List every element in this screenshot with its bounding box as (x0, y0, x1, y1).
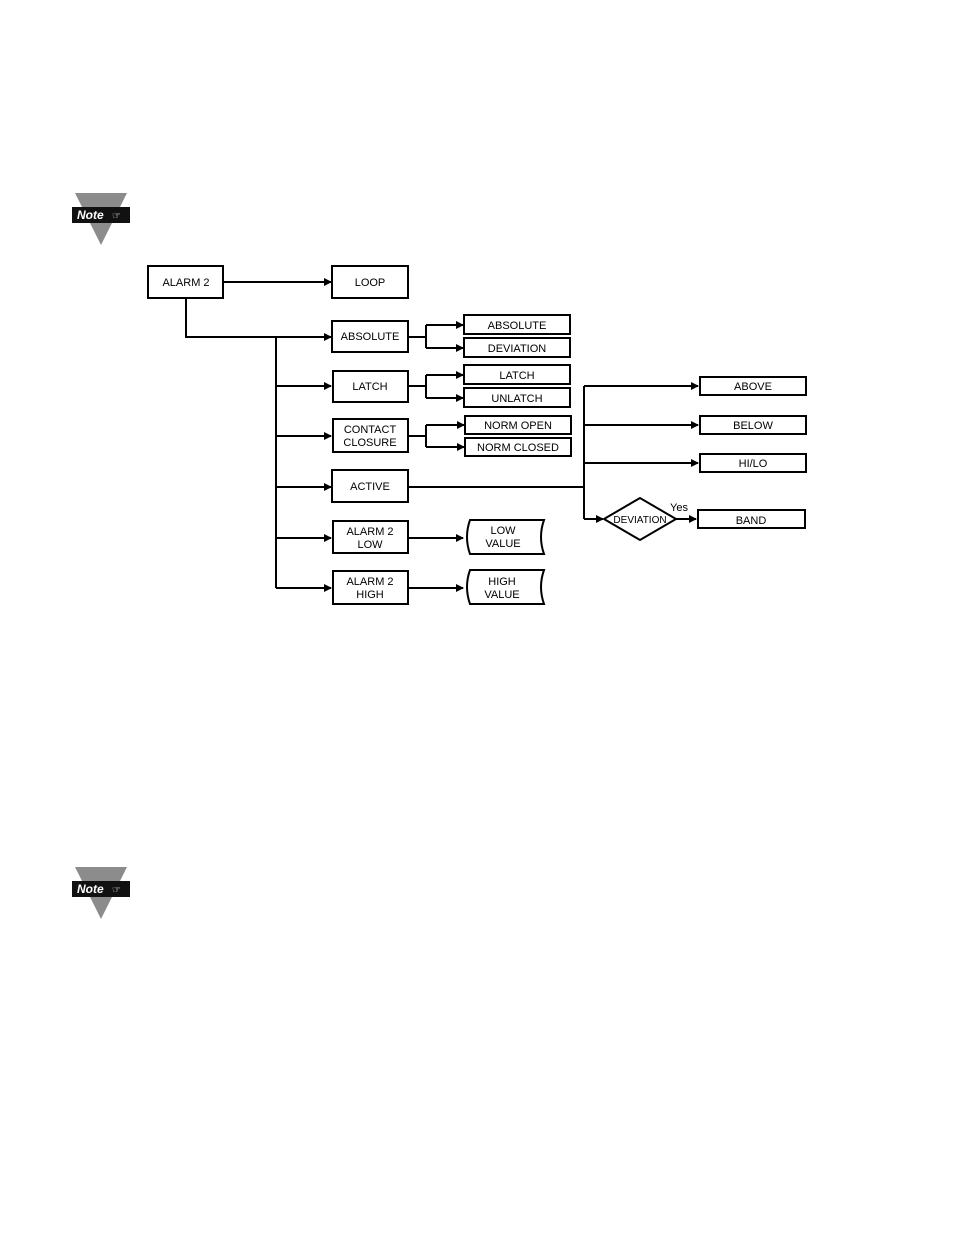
below-box: BELOW (700, 416, 806, 434)
active-label: ACTIVE (350, 481, 390, 493)
contact-closure-label-line2: CLOSURE (343, 437, 396, 449)
alarm2-label: ALARM 2 (162, 277, 209, 289)
alarm2-high-label-line1: ALARM 2 (346, 576, 393, 588)
unlatch-option-box: UNLATCH (464, 388, 570, 407)
absolute-label: ABSOLUTE (341, 331, 400, 343)
absolute-box: ABSOLUTE (332, 321, 408, 352)
latch-label: LATCH (352, 381, 387, 393)
alarm2-box: ALARM 2 (148, 266, 223, 298)
low-value-label-line1: LOW (490, 525, 516, 537)
alarm2-high-box: ALARM 2 HIGH (333, 571, 408, 604)
absolute-option-label: ABSOLUTE (488, 320, 547, 332)
alarm2-high-label-line2: HIGH (356, 589, 384, 601)
high-value-label-line1: HIGH (488, 576, 516, 588)
above-box: ABOVE (700, 377, 806, 395)
norm-closed-label: NORM CLOSED (477, 442, 559, 454)
above-label: ABOVE (734, 381, 772, 393)
contact-closure-box: CONTACT CLOSURE (333, 419, 408, 452)
loop-label: LOOP (355, 277, 386, 289)
norm-open-label: NORM OPEN (484, 420, 552, 432)
latch-box: LATCH (333, 371, 408, 402)
low-value-label-line2: VALUE (485, 538, 520, 550)
unlatch-option-label: UNLATCH (491, 393, 542, 405)
deviation-decision-label: DEVIATION (613, 515, 666, 526)
alarm2-low-label-line1: ALARM 2 (346, 526, 393, 538)
contact-closure-label-line1: CONTACT (344, 424, 397, 436)
loop-box: LOOP (332, 266, 408, 298)
hilo-box: HI/LO (700, 454, 806, 472)
norm-closed-box: NORM CLOSED (465, 438, 571, 456)
active-box: ACTIVE (332, 470, 408, 502)
high-value-label-line2: VALUE (484, 589, 519, 601)
deviation-option-label: DEVIATION (488, 343, 547, 355)
band-box: BAND (698, 510, 805, 528)
alarm2-low-label-line2: LOW (357, 539, 383, 551)
band-label: BAND (736, 515, 767, 527)
yes-label: Yes (670, 502, 688, 514)
below-label: BELOW (733, 420, 773, 432)
latch-option-label: LATCH (499, 370, 534, 382)
hilo-label: HI/LO (739, 458, 768, 470)
deviation-option-box: DEVIATION (464, 338, 570, 357)
alarm2-low-box: ALARM 2 LOW (333, 521, 408, 553)
connectors (186, 282, 698, 588)
deviation-decision: DEVIATION (604, 498, 676, 540)
latch-option-box: LATCH (464, 365, 570, 384)
high-value-display: HIGH VALUE (467, 570, 544, 604)
absolute-option-box: ABSOLUTE (464, 315, 570, 334)
norm-open-box: NORM OPEN (465, 416, 571, 434)
low-value-display: LOW VALUE (467, 520, 544, 554)
